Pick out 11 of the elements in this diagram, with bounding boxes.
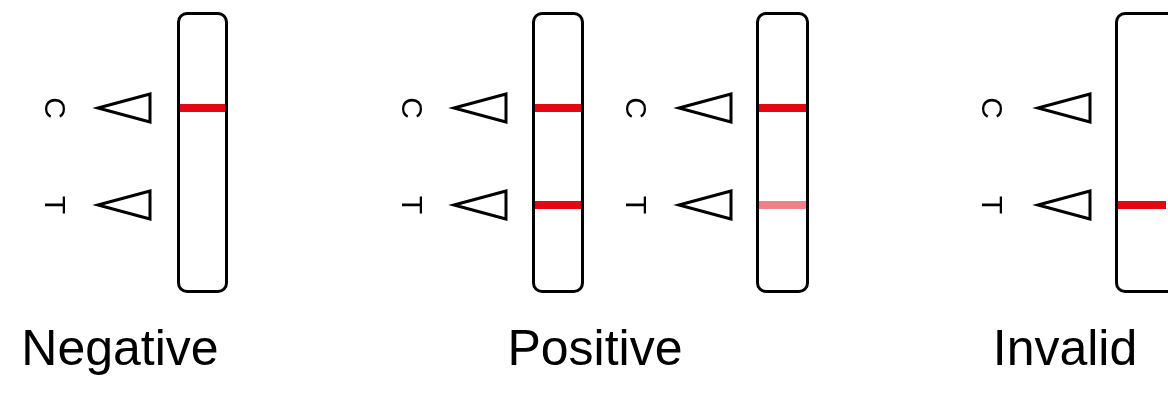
zone-letter: C — [977, 96, 1007, 121]
result-caption: Negative — [21, 319, 219, 378]
zone-letter: T — [977, 194, 1007, 217]
result-caption: Positive — [507, 319, 683, 378]
result-caption: Invalid — [992, 319, 1138, 378]
zone-letter: C — [397, 96, 427, 121]
zone-letter: T — [397, 194, 427, 217]
zone-letter: C — [621, 96, 651, 121]
zone-letter: T — [621, 194, 651, 217]
zone-letter: T — [40, 194, 70, 217]
zone-letter: C — [40, 96, 70, 121]
